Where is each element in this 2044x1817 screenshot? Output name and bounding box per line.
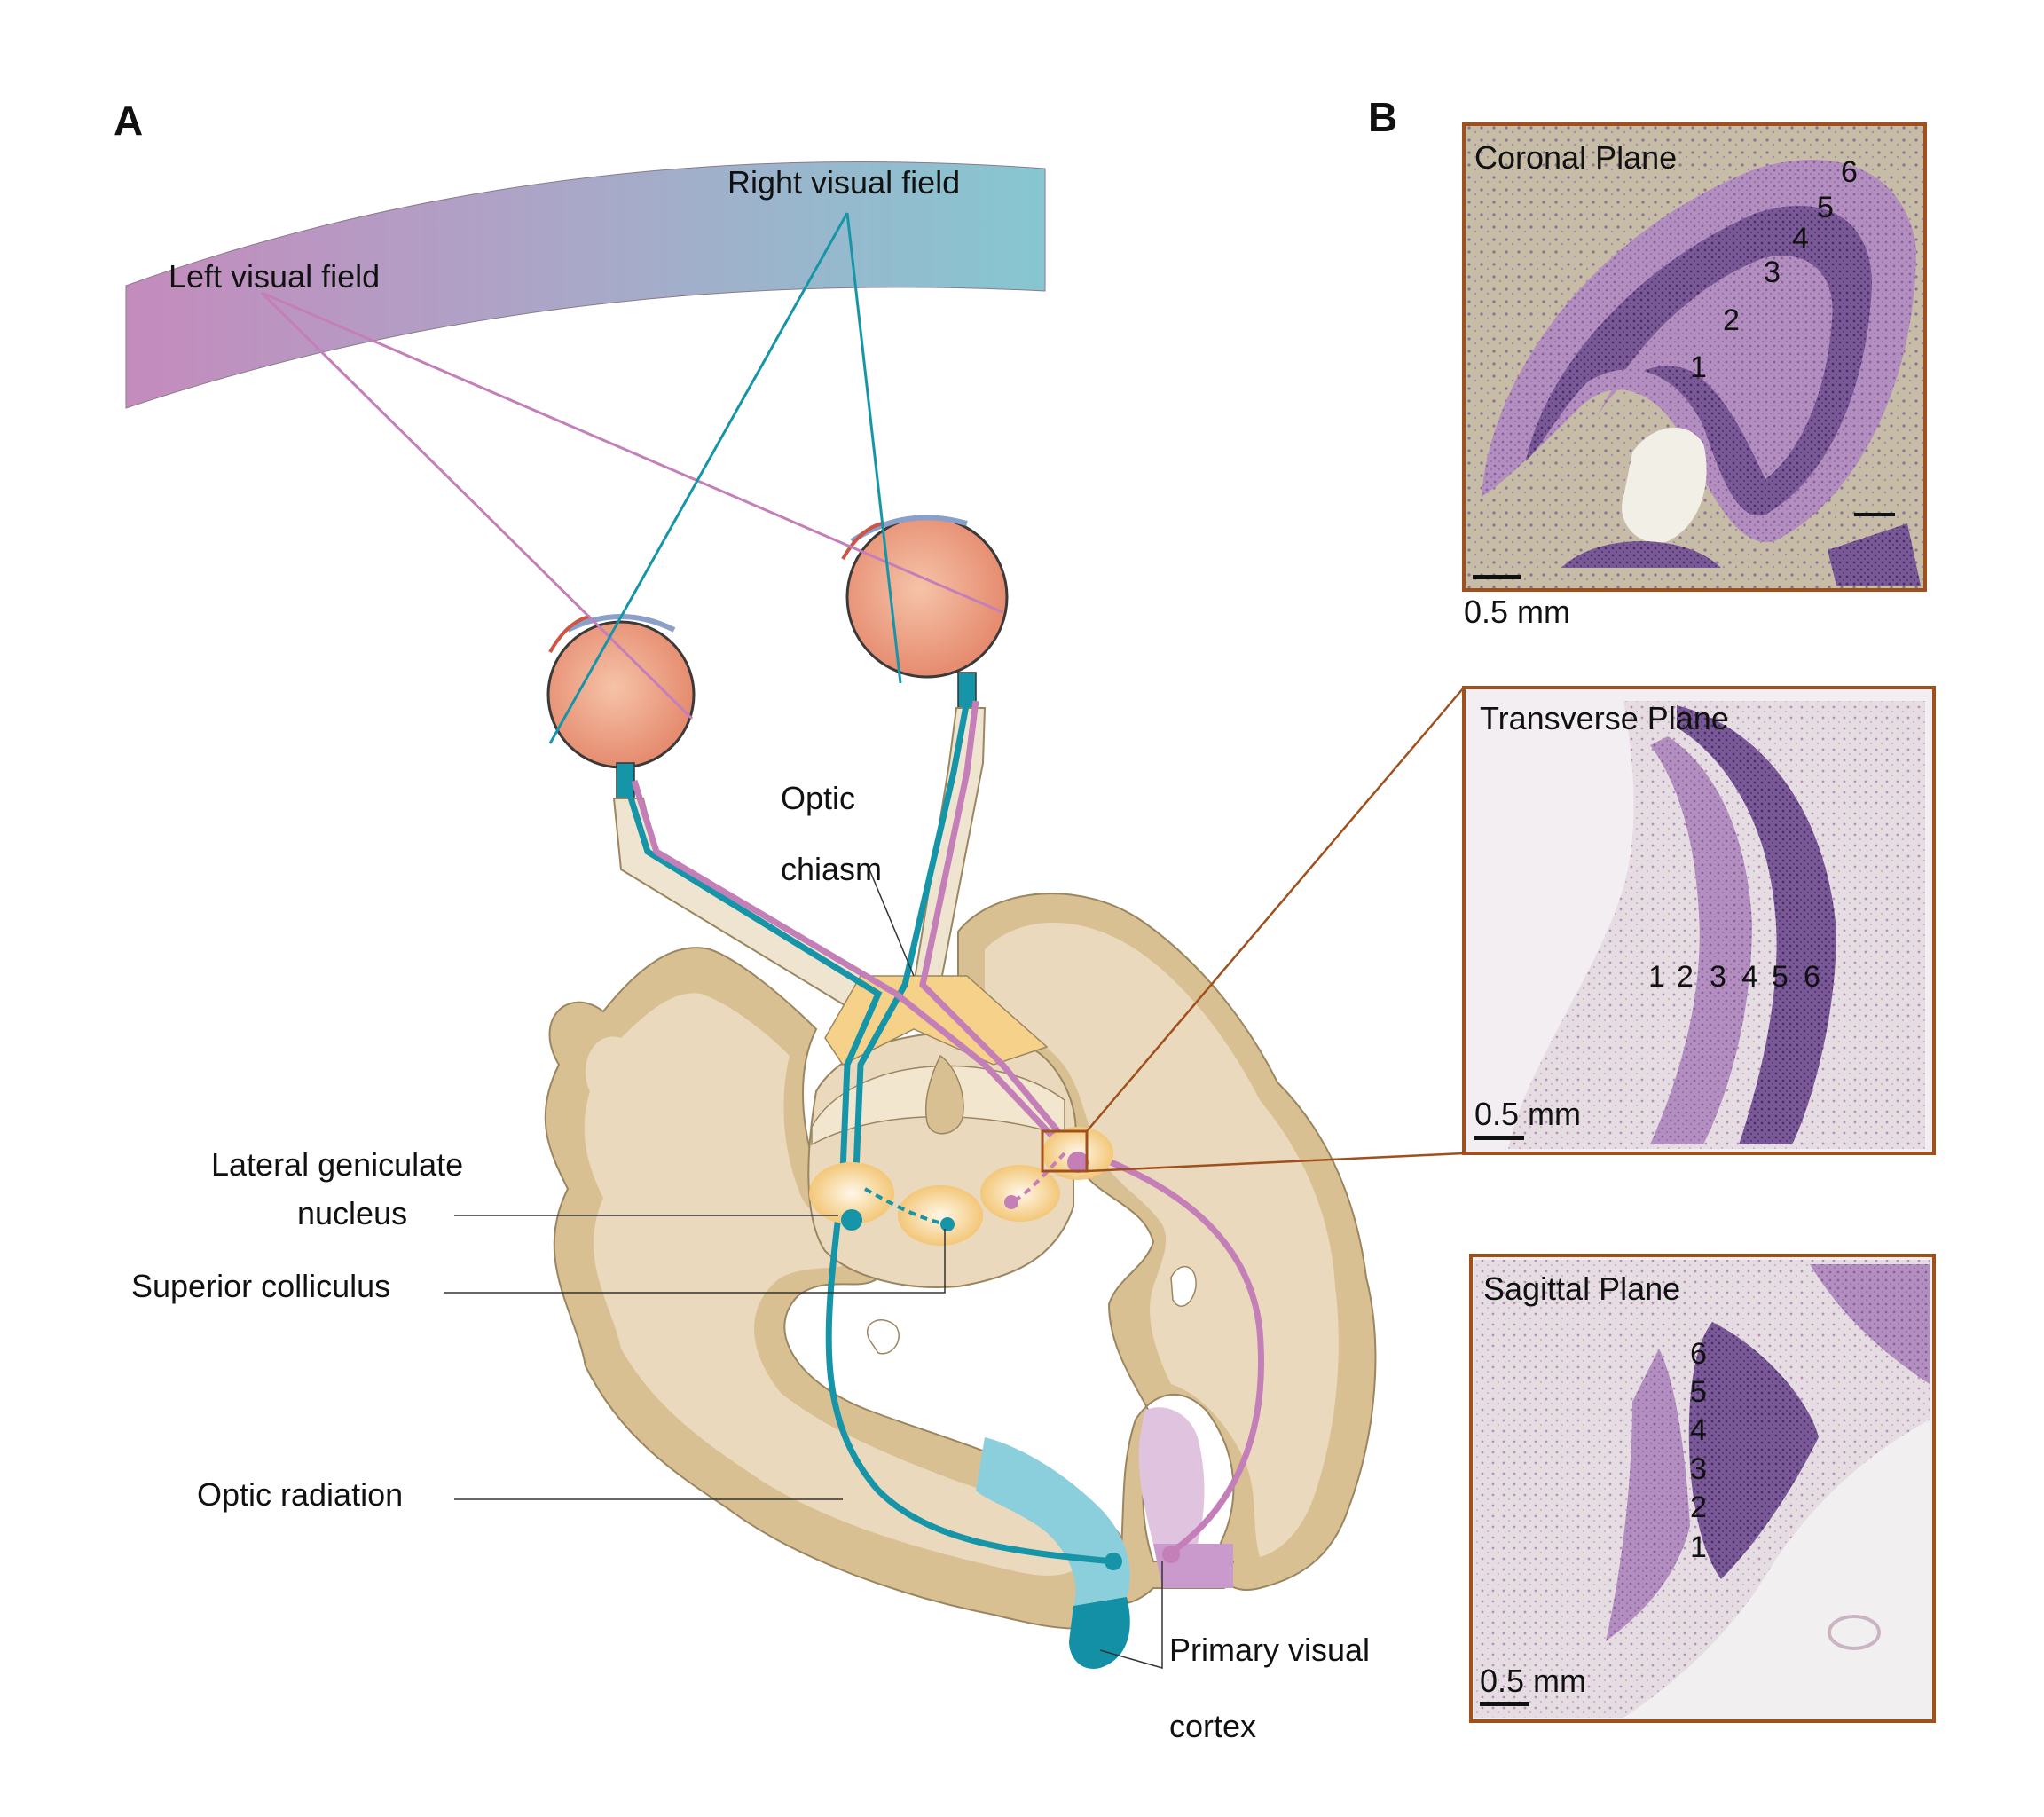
sc-right-synapse: [1004, 1195, 1018, 1209]
transverse-layer-5: 5: [1772, 960, 1788, 994]
visual-field-arc: [125, 161, 1046, 409]
third-ventricle: [924, 1054, 964, 1135]
optic-chiasm-region: [824, 975, 1049, 1066]
sagittal-layer-2: 2: [1690, 1491, 1707, 1524]
coronal-layer-5: 5: [1817, 191, 1834, 224]
right-field-pathway-2: [853, 700, 971, 1172]
sagittal-layer-4: 4: [1690, 1413, 1707, 1447]
transverse-lgn-dense: [1677, 705, 1836, 1144]
lgn-left: [809, 1162, 894, 1224]
sagittal-panel: [1469, 1254, 1936, 1723]
coronal-inner-scale-bar: [1854, 513, 1895, 516]
sagittal-lgn-dense: [1688, 1322, 1819, 1579]
transverse-layer-1: 1: [1648, 960, 1665, 994]
coronal-title: Coronal Plane: [1474, 139, 1677, 176]
transverse-layer-4: 4: [1741, 960, 1758, 994]
sagittal-scale-label: 0.5 mm: [1480, 1663, 1586, 1699]
visual-rays: [260, 212, 1003, 744]
visual-cortex-right-light: [1138, 1407, 1205, 1544]
primary-visual-label-1: Primary visual: [1169, 1632, 1370, 1668]
right-field-pathway: [622, 779, 1114, 1565]
optic-chiasm-label-1: Optic: [781, 780, 855, 816]
coronal-layer-2: 2: [1723, 303, 1740, 337]
panel-a-letter: A: [114, 98, 143, 144]
ventricle-right: [1170, 1265, 1197, 1307]
ventricle-left: [867, 1319, 900, 1355]
coronal-lgn-core: [1597, 256, 1833, 479]
optic-radiation-label: Optic radiation: [197, 1476, 403, 1513]
inset-connector-top: [1086, 687, 1465, 1132]
coronal-scale-label: 0.5 mm: [1464, 594, 1570, 630]
lgn-right-synapse: [1067, 1152, 1089, 1173]
sc-right: [980, 1165, 1060, 1222]
sagittal-title: Sagittal Plane: [1483, 1270, 1680, 1307]
transverse-layer-2: 2: [1677, 960, 1694, 994]
sagittal-top-tissue: [1810, 1264, 1930, 1384]
cortex-synapse-teal: [1105, 1553, 1122, 1570]
sagittal-lgn-light: [1606, 1349, 1690, 1641]
coronal-panel: [1462, 122, 1927, 592]
superior-colliculus-label: Superior colliculus: [131, 1268, 390, 1304]
primary-visual-label-2: cortex: [1169, 1708, 1256, 1744]
sagittal-layer-1: 1: [1690, 1530, 1707, 1564]
transverse-scale-bar: [1474, 1136, 1524, 1140]
visual-cortex-left-dark: [1069, 1597, 1130, 1669]
sagittal-scale-bar: [1480, 1702, 1529, 1706]
leader-lines: [444, 869, 1163, 1669]
coronal-scale-bar: [1473, 575, 1521, 579]
lgn-label-2: nucleus: [297, 1195, 407, 1231]
coronal-bottom-tissue: [1561, 523, 1921, 586]
transverse-lgn-light: [1650, 736, 1752, 1144]
optic-chiasm-label-2: chiasm: [781, 851, 882, 887]
coronal-layer-1: 1: [1690, 350, 1707, 384]
coronal-ventricle: [1622, 427, 1707, 543]
coronal-layer-3: 3: [1764, 256, 1781, 289]
cortex-synapse-pink: [1162, 1546, 1180, 1563]
transverse-scale-label: 0.5 mm: [1474, 1096, 1581, 1132]
coronal-layer-6: 6: [1841, 155, 1858, 189]
lgn-left-synapse: [841, 1209, 862, 1231]
transverse-layer-3: 3: [1710, 960, 1726, 994]
sagittal-layer-3: 3: [1690, 1452, 1707, 1486]
colliculus-branch-pink: [1010, 1152, 1066, 1204]
panel-b-letter: B: [1368, 94, 1397, 140]
sagittal-layer-5: 5: [1690, 1375, 1707, 1409]
brain-section: [544, 893, 1377, 1630]
coronal-layer-4: 4: [1792, 222, 1809, 256]
brain-white-matter-left: [584, 993, 1084, 1576]
lgn-inset-marker: [1041, 1129, 1089, 1173]
visual-cortex-left-light: [976, 1437, 1130, 1606]
sc-left: [898, 1185, 983, 1246]
sagittal-layer-6: 6: [1690, 1337, 1707, 1371]
lgn-label-1: Lateral geniculate: [211, 1146, 463, 1183]
right-eye: [841, 515, 1009, 709]
transverse-title: Transverse Plane: [1480, 700, 1729, 736]
right-visual-field-label: Right visual field: [727, 164, 960, 201]
transverse-layer-6: 6: [1804, 960, 1820, 994]
brain-white-matter-right: [985, 923, 1339, 1557]
transverse-panel: [1462, 686, 1936, 1155]
sagittal-vessel: [1828, 1615, 1881, 1650]
inset-connector-bottom: [1086, 1152, 1465, 1173]
left-field-pathway-2: [919, 700, 1072, 1147]
left-visual-field-label: Left visual field: [169, 258, 380, 295]
